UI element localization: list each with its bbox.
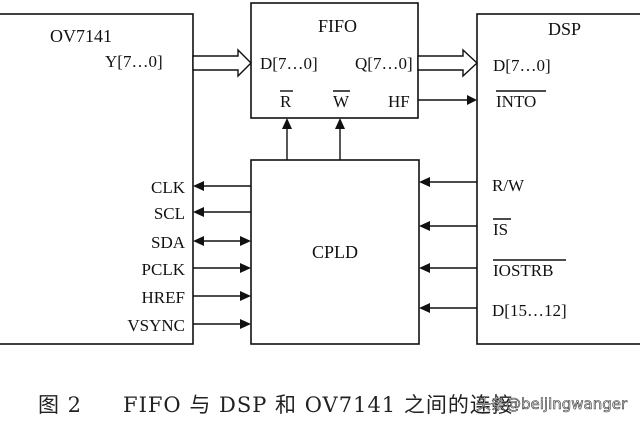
- arrow-hf-to-into: [418, 95, 477, 105]
- fifo-block: FIFO D[7…0] Q[7…0] R W HF: [250, 2, 419, 119]
- fifo-port-d: D[7…0]: [260, 54, 318, 73]
- arrow-sda-bidirectional: [193, 236, 251, 246]
- signal-href: HREF: [142, 288, 185, 307]
- arrow-cpld-to-w: [335, 118, 345, 160]
- arrow-scl: [193, 207, 251, 217]
- arrow-iostrb: [419, 263, 477, 273]
- cpld-block: CPLD: [250, 159, 420, 345]
- ov7141-port-y: Y[7…0]: [105, 52, 163, 71]
- fifo-title: FIFO: [318, 16, 357, 36]
- arrow-d-high: [419, 303, 477, 313]
- signal-vsync: VSYNC: [127, 316, 185, 335]
- ov7141-box: [0, 13, 194, 345]
- arrow-vsync: [193, 319, 251, 329]
- ov7141-title: OV7141: [50, 26, 112, 46]
- dsp-port-d-high: D[15…12]: [492, 301, 567, 320]
- signal-scl: SCL: [154, 204, 185, 223]
- arrow-rw: [419, 177, 477, 187]
- signal-clk: CLK: [151, 178, 186, 197]
- cpld-box: [250, 159, 420, 345]
- cpld-title: CPLD: [312, 242, 358, 262]
- fifo-port-r: R: [280, 92, 292, 111]
- figure-caption: FIFO 与 DSP 和 OV7141 之间的连接: [123, 393, 514, 417]
- dsp-box: [476, 13, 640, 345]
- ov7141-block: OV7141 Y[7…0] CLK SCL SDA PCLK HREF VSYN…: [0, 13, 194, 345]
- dsp-title: DSP: [548, 19, 581, 39]
- watermark: 头条@beijingwanger: [476, 395, 628, 413]
- arrow-cpld-to-r: [282, 118, 292, 160]
- arrow-is: [419, 221, 477, 231]
- dsp-port-is: IS: [493, 220, 508, 239]
- dsp-port-iostrb: IOSTRB: [493, 261, 553, 280]
- fifo-port-w: W: [333, 92, 350, 111]
- arrow-pclk: [193, 263, 251, 273]
- dsp-port-d: D[7…0]: [493, 56, 551, 75]
- fifo-port-hf: HF: [388, 92, 410, 111]
- dsp-block: DSP D[7…0] INTO R/W IS IOSTRB D[15…12]: [476, 13, 640, 345]
- signal-pclk: PCLK: [142, 260, 186, 279]
- dsp-port-into: INTO: [496, 92, 536, 111]
- bus-arrow-fifo-to-dsp: [417, 48, 479, 78]
- fifo-port-q: Q[7…0]: [355, 54, 413, 73]
- figure-number: 图 2: [38, 393, 82, 417]
- arrow-href: [193, 291, 251, 301]
- dsp-port-rw: R/W: [492, 176, 525, 195]
- signal-sda: SDA: [151, 233, 186, 252]
- arrow-clk: [193, 181, 251, 191]
- bus-arrow-y-to-fifo: [192, 48, 252, 78]
